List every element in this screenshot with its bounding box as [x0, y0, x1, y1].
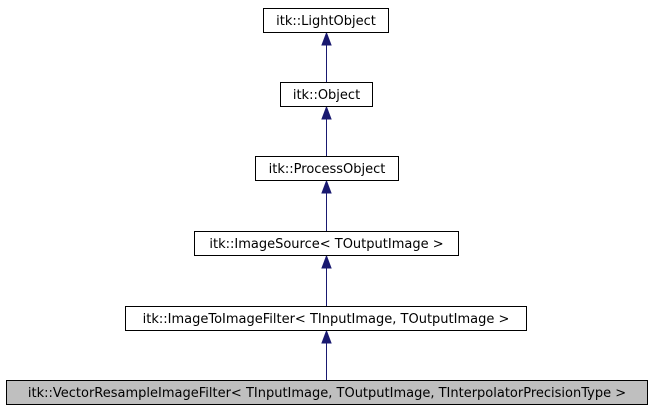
- class-node-label: itk::ImageToImageFilter< TInputImage, TO…: [143, 312, 510, 327]
- class-node-box: [263, 8, 389, 33]
- inheritance-arrowhead-icon: [321, 179, 332, 194]
- class-node-box: [255, 156, 399, 181]
- class-node-object[interactable]: itk::Object: [280, 82, 373, 107]
- class-node-label: itk::ProcessObject: [269, 162, 386, 177]
- class-node-vector-resample-image-filter: itk::VectorResampleImageFilter< TInputIm…: [6, 380, 648, 405]
- inheritance-edge-object-to-light-object: [321, 31, 332, 82]
- inheritance-edge-image-to-image-filter-to-image-source: [321, 254, 332, 306]
- inheritance-edge-image-source-to-process-object: [321, 179, 332, 231]
- class-node-light-object[interactable]: itk::LightObject: [263, 8, 389, 33]
- class-node-box: [280, 82, 373, 107]
- class-node-label: itk::VectorResampleImageFilter< TInputIm…: [28, 386, 626, 401]
- class-node-box: [194, 231, 459, 256]
- class-node-image-to-image-filter[interactable]: itk::ImageToImageFilter< TInputImage, TO…: [125, 306, 527, 331]
- inheritance-arrowhead-icon: [321, 254, 332, 269]
- class-node-box: [6, 380, 648, 405]
- class-node-image-source[interactable]: itk::ImageSource< TOutputImage >: [194, 231, 459, 256]
- class-node-process-object[interactable]: itk::ProcessObject: [255, 156, 399, 181]
- class-node-box: [125, 306, 527, 331]
- class-node-label: itk::LightObject: [276, 14, 376, 29]
- class-node-label: itk::ImageSource< TOutputImage >: [209, 237, 443, 252]
- class-node-label: itk::Object: [293, 88, 360, 103]
- inheritance-edge-process-object-to-object: [321, 105, 332, 156]
- inheritance-arrowhead-icon: [321, 105, 332, 120]
- inheritance-arrowhead-icon: [321, 31, 332, 46]
- inheritance-arrowhead-icon: [321, 329, 332, 344]
- inheritance-edge-vector-resample-image-filter-to-image-to-image-filter: [321, 329, 332, 380]
